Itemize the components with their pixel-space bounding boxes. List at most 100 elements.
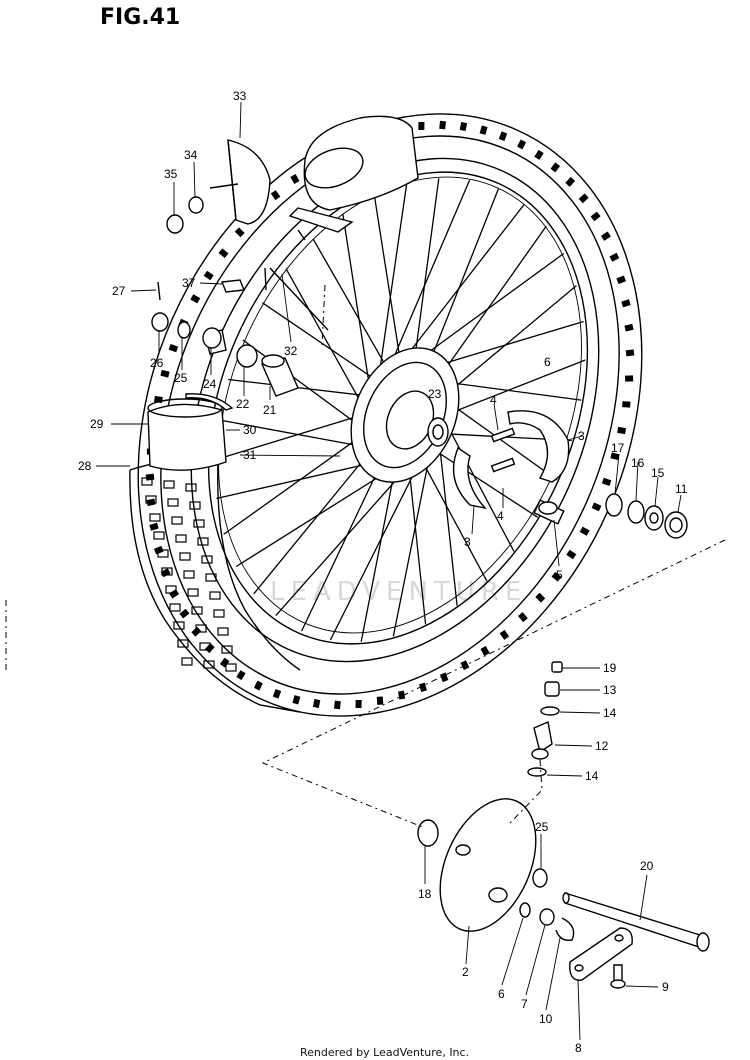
callout-12: 12 bbox=[595, 739, 609, 753]
callout-21: 21 bbox=[263, 403, 277, 417]
tread-block bbox=[550, 162, 561, 173]
tread-block bbox=[419, 682, 427, 692]
tread-block bbox=[217, 627, 229, 636]
tread-block bbox=[165, 585, 177, 594]
tread-block bbox=[173, 621, 185, 630]
spoke bbox=[382, 179, 471, 384]
callout-18: 18 bbox=[418, 887, 432, 901]
tread-block bbox=[498, 131, 508, 142]
tread-block bbox=[312, 699, 321, 708]
tread-block bbox=[591, 502, 602, 512]
spoke bbox=[407, 458, 427, 625]
callout-25: 25 bbox=[174, 371, 188, 385]
tread-block bbox=[179, 552, 191, 561]
tire bbox=[129, 113, 643, 717]
callout-8: 8 bbox=[575, 1041, 582, 1055]
callout-5: 5 bbox=[556, 568, 563, 582]
tread-block bbox=[579, 526, 590, 536]
callout-30: 30 bbox=[243, 423, 257, 437]
right-side-washers bbox=[605, 493, 688, 539]
callout-23: 23 bbox=[428, 387, 442, 401]
tread-block bbox=[290, 174, 300, 184]
tread-block bbox=[175, 534, 187, 543]
tread-block bbox=[149, 522, 159, 531]
tread-block bbox=[153, 531, 165, 540]
callout-2: 2 bbox=[462, 965, 469, 979]
tread-block bbox=[270, 190, 281, 201]
tread-block bbox=[161, 567, 173, 576]
callout-15: 15 bbox=[651, 466, 665, 480]
tread-block bbox=[191, 606, 203, 615]
tread-block bbox=[616, 275, 627, 285]
tread-block bbox=[201, 555, 213, 564]
callout-20: 20 bbox=[640, 859, 654, 873]
leader-lines bbox=[96, 101, 682, 1041]
spoke-detail bbox=[264, 229, 329, 331]
callout-6-rim: 6 bbox=[544, 355, 551, 369]
callout-4-upper: 4 bbox=[490, 393, 497, 407]
tread-block bbox=[272, 688, 282, 699]
watermark: LEADVENTURE bbox=[270, 577, 527, 607]
callout-13: 13 bbox=[603, 683, 617, 697]
spoke bbox=[214, 410, 374, 461]
callout-7: 7 bbox=[521, 997, 528, 1011]
tread-block bbox=[195, 624, 207, 633]
tread-block bbox=[141, 477, 153, 486]
spoke bbox=[360, 457, 398, 642]
spoke bbox=[223, 426, 375, 535]
tread-block bbox=[518, 612, 528, 623]
hub bbox=[350, 347, 460, 483]
spoke bbox=[228, 378, 376, 398]
callout-27: 27 bbox=[112, 284, 126, 298]
tread-block bbox=[609, 252, 620, 262]
tread-block bbox=[236, 670, 246, 681]
brake-shoes bbox=[452, 410, 570, 510]
callout-31: 31 bbox=[243, 448, 257, 462]
figure-title: FIG.41 bbox=[100, 5, 180, 30]
tread-block bbox=[221, 645, 233, 654]
callout-22: 22 bbox=[236, 397, 250, 411]
spoke bbox=[373, 195, 403, 372]
tread-block bbox=[601, 477, 612, 487]
assembly-axis-lines bbox=[5, 284, 726, 829]
tread-block bbox=[209, 591, 221, 600]
tread-block bbox=[499, 629, 510, 640]
tread-block bbox=[479, 125, 488, 135]
tread-block bbox=[617, 426, 627, 435]
tread-block bbox=[177, 639, 189, 648]
brake-panel bbox=[417, 798, 548, 932]
tread-block bbox=[181, 657, 193, 666]
tread-block bbox=[225, 663, 237, 672]
callout-3-left: 3 bbox=[464, 535, 471, 549]
callout-16: 16 bbox=[631, 456, 645, 470]
tread-block bbox=[190, 294, 201, 304]
callout-10: 10 bbox=[539, 1012, 553, 1026]
speedometer-drive bbox=[166, 139, 271, 234]
axle-and-lever bbox=[519, 892, 710, 989]
tread-block bbox=[197, 537, 209, 546]
tread-block bbox=[169, 603, 181, 612]
tread-block bbox=[292, 695, 301, 705]
tread-block bbox=[480, 646, 490, 656]
tread-block bbox=[253, 680, 263, 691]
spoke bbox=[427, 445, 539, 518]
footer-credit: Rendered by LeadVenture, Inc. bbox=[300, 1046, 469, 1059]
tread-block bbox=[517, 139, 527, 150]
tread-block bbox=[146, 498, 156, 507]
tread-block bbox=[600, 231, 611, 241]
tread-block bbox=[534, 149, 544, 160]
callout-24: 24 bbox=[203, 377, 217, 391]
callout-labels: 33 34 35 27 37 26 25 24 22 21 32 23 29 3… bbox=[78, 89, 688, 1055]
tread-block bbox=[418, 121, 425, 131]
tread-block bbox=[565, 176, 576, 187]
tread-block bbox=[610, 452, 620, 461]
tread-block bbox=[566, 549, 577, 560]
left-hub-parts bbox=[151, 279, 299, 397]
spoke bbox=[329, 446, 428, 641]
callout-28: 28 bbox=[78, 459, 92, 473]
tread-block bbox=[213, 609, 225, 618]
tread-block bbox=[624, 375, 634, 382]
tread-block bbox=[163, 480, 175, 489]
callout-37: 37 bbox=[182, 276, 196, 290]
